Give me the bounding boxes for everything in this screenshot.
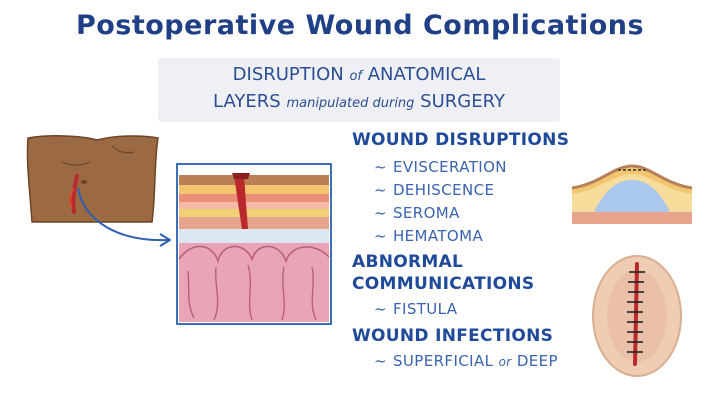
tissue-cross-section-illustration — [176, 163, 332, 325]
list-marker: ~ — [374, 204, 387, 222]
list-marker: ~ — [374, 300, 387, 318]
list-item: ~ SEROMA — [374, 204, 460, 222]
list-item: ~ FISTULA — [374, 300, 457, 318]
heading-abnormal-communications-line2: COMMUNICATIONS — [352, 274, 535, 294]
pointer-arrow — [77, 187, 171, 247]
list-item: ~ EVISCERATION — [374, 158, 507, 176]
list-item: ~ SUPERFICIAL or DEEP — [374, 352, 558, 370]
abdomen-torso-illustration — [26, 135, 159, 223]
subtitle-word: ANATOMICAL — [367, 64, 486, 85]
heading-abnormal-communications-line1: ABNORMAL — [352, 252, 464, 272]
item-label: DEEP — [516, 352, 558, 370]
list-item: ~ HEMATOMA — [374, 227, 483, 245]
item-label: HEMATOMA — [392, 227, 484, 245]
item-label: FISTULA — [392, 300, 458, 318]
subtitle-word: SURGERY — [420, 91, 505, 112]
page-title: Postoperative Wound Complications — [75, 10, 645, 41]
subtitle-line-1: DISRUPTION of ANATOMICAL — [158, 64, 560, 85]
subtitle-word: of — [349, 69, 362, 84]
heading-wound-disruptions: WOUND DISRUPTIONS — [352, 130, 570, 150]
list-item: ~ DEHISCENCE — [374, 181, 494, 199]
sutured-wound-illustration — [592, 255, 682, 377]
seroma-illustration — [571, 164, 693, 224]
subtitle-line-2: LAYERS manipulated during SURGERY — [158, 91, 560, 112]
item-label: SEROMA — [392, 204, 460, 222]
subtitle-word: manipulated during — [286, 96, 415, 111]
list-marker: ~ — [374, 227, 387, 245]
heading-wound-infections: WOUND INFECTIONS — [352, 326, 554, 346]
item-connector: or — [498, 355, 512, 369]
subtitle-box: DISRUPTION of ANATOMICAL LAYERS manipula… — [158, 58, 560, 122]
item-label: EVISCERATION — [392, 158, 507, 176]
item-label: DEHISCENCE — [392, 181, 495, 199]
list-marker: ~ — [374, 158, 387, 176]
item-label: SUPERFICIAL — [392, 352, 494, 370]
subtitle-word: LAYERS — [213, 91, 281, 112]
list-marker: ~ — [374, 181, 387, 199]
subtitle-word: DISRUPTION — [232, 64, 344, 85]
list-marker: ~ — [374, 352, 387, 370]
